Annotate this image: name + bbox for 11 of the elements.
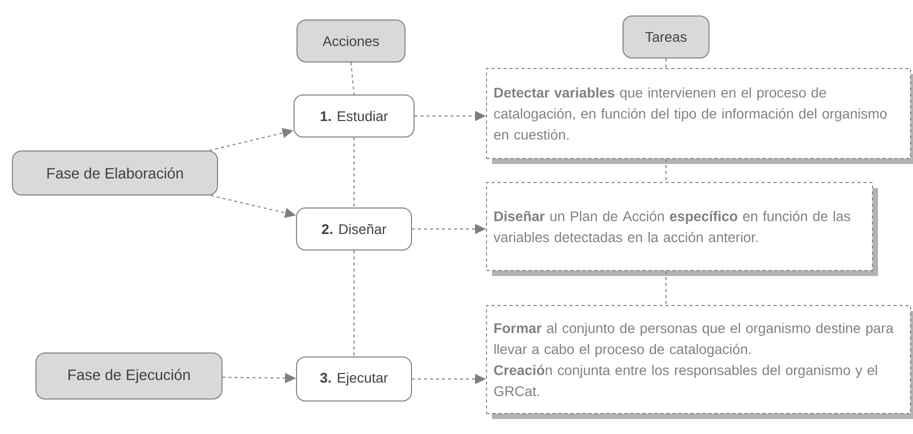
connector-line xyxy=(350,62,354,95)
phase-box: Fase de Elaboración xyxy=(12,150,218,196)
task-box: Detectar variables que intervienen en el proceso de catalogación, en función del tipo de información del organismo en cuestión. xyxy=(486,68,913,164)
column-heading-box: Tareas xyxy=(622,16,710,58)
task-box: Formar al conjunto de personas que el organismo destine para llevar a cabo el proceso de catalogación. Creación conjunta entre los responsables del organismo y el GRCat. xyxy=(486,305,913,419)
action-box: 3. Ejecutar xyxy=(296,356,412,402)
action-box: 2. Diseñar xyxy=(296,208,412,250)
phase-box: Fase de Ejecución xyxy=(36,352,222,400)
column-heading-box: Acciones xyxy=(296,20,406,62)
action-box: 1. Estudiar xyxy=(294,94,414,138)
task-box: Diseñar un Plan de Acción específico en función de las variables detectadas en la acción anterior. xyxy=(486,182,878,276)
